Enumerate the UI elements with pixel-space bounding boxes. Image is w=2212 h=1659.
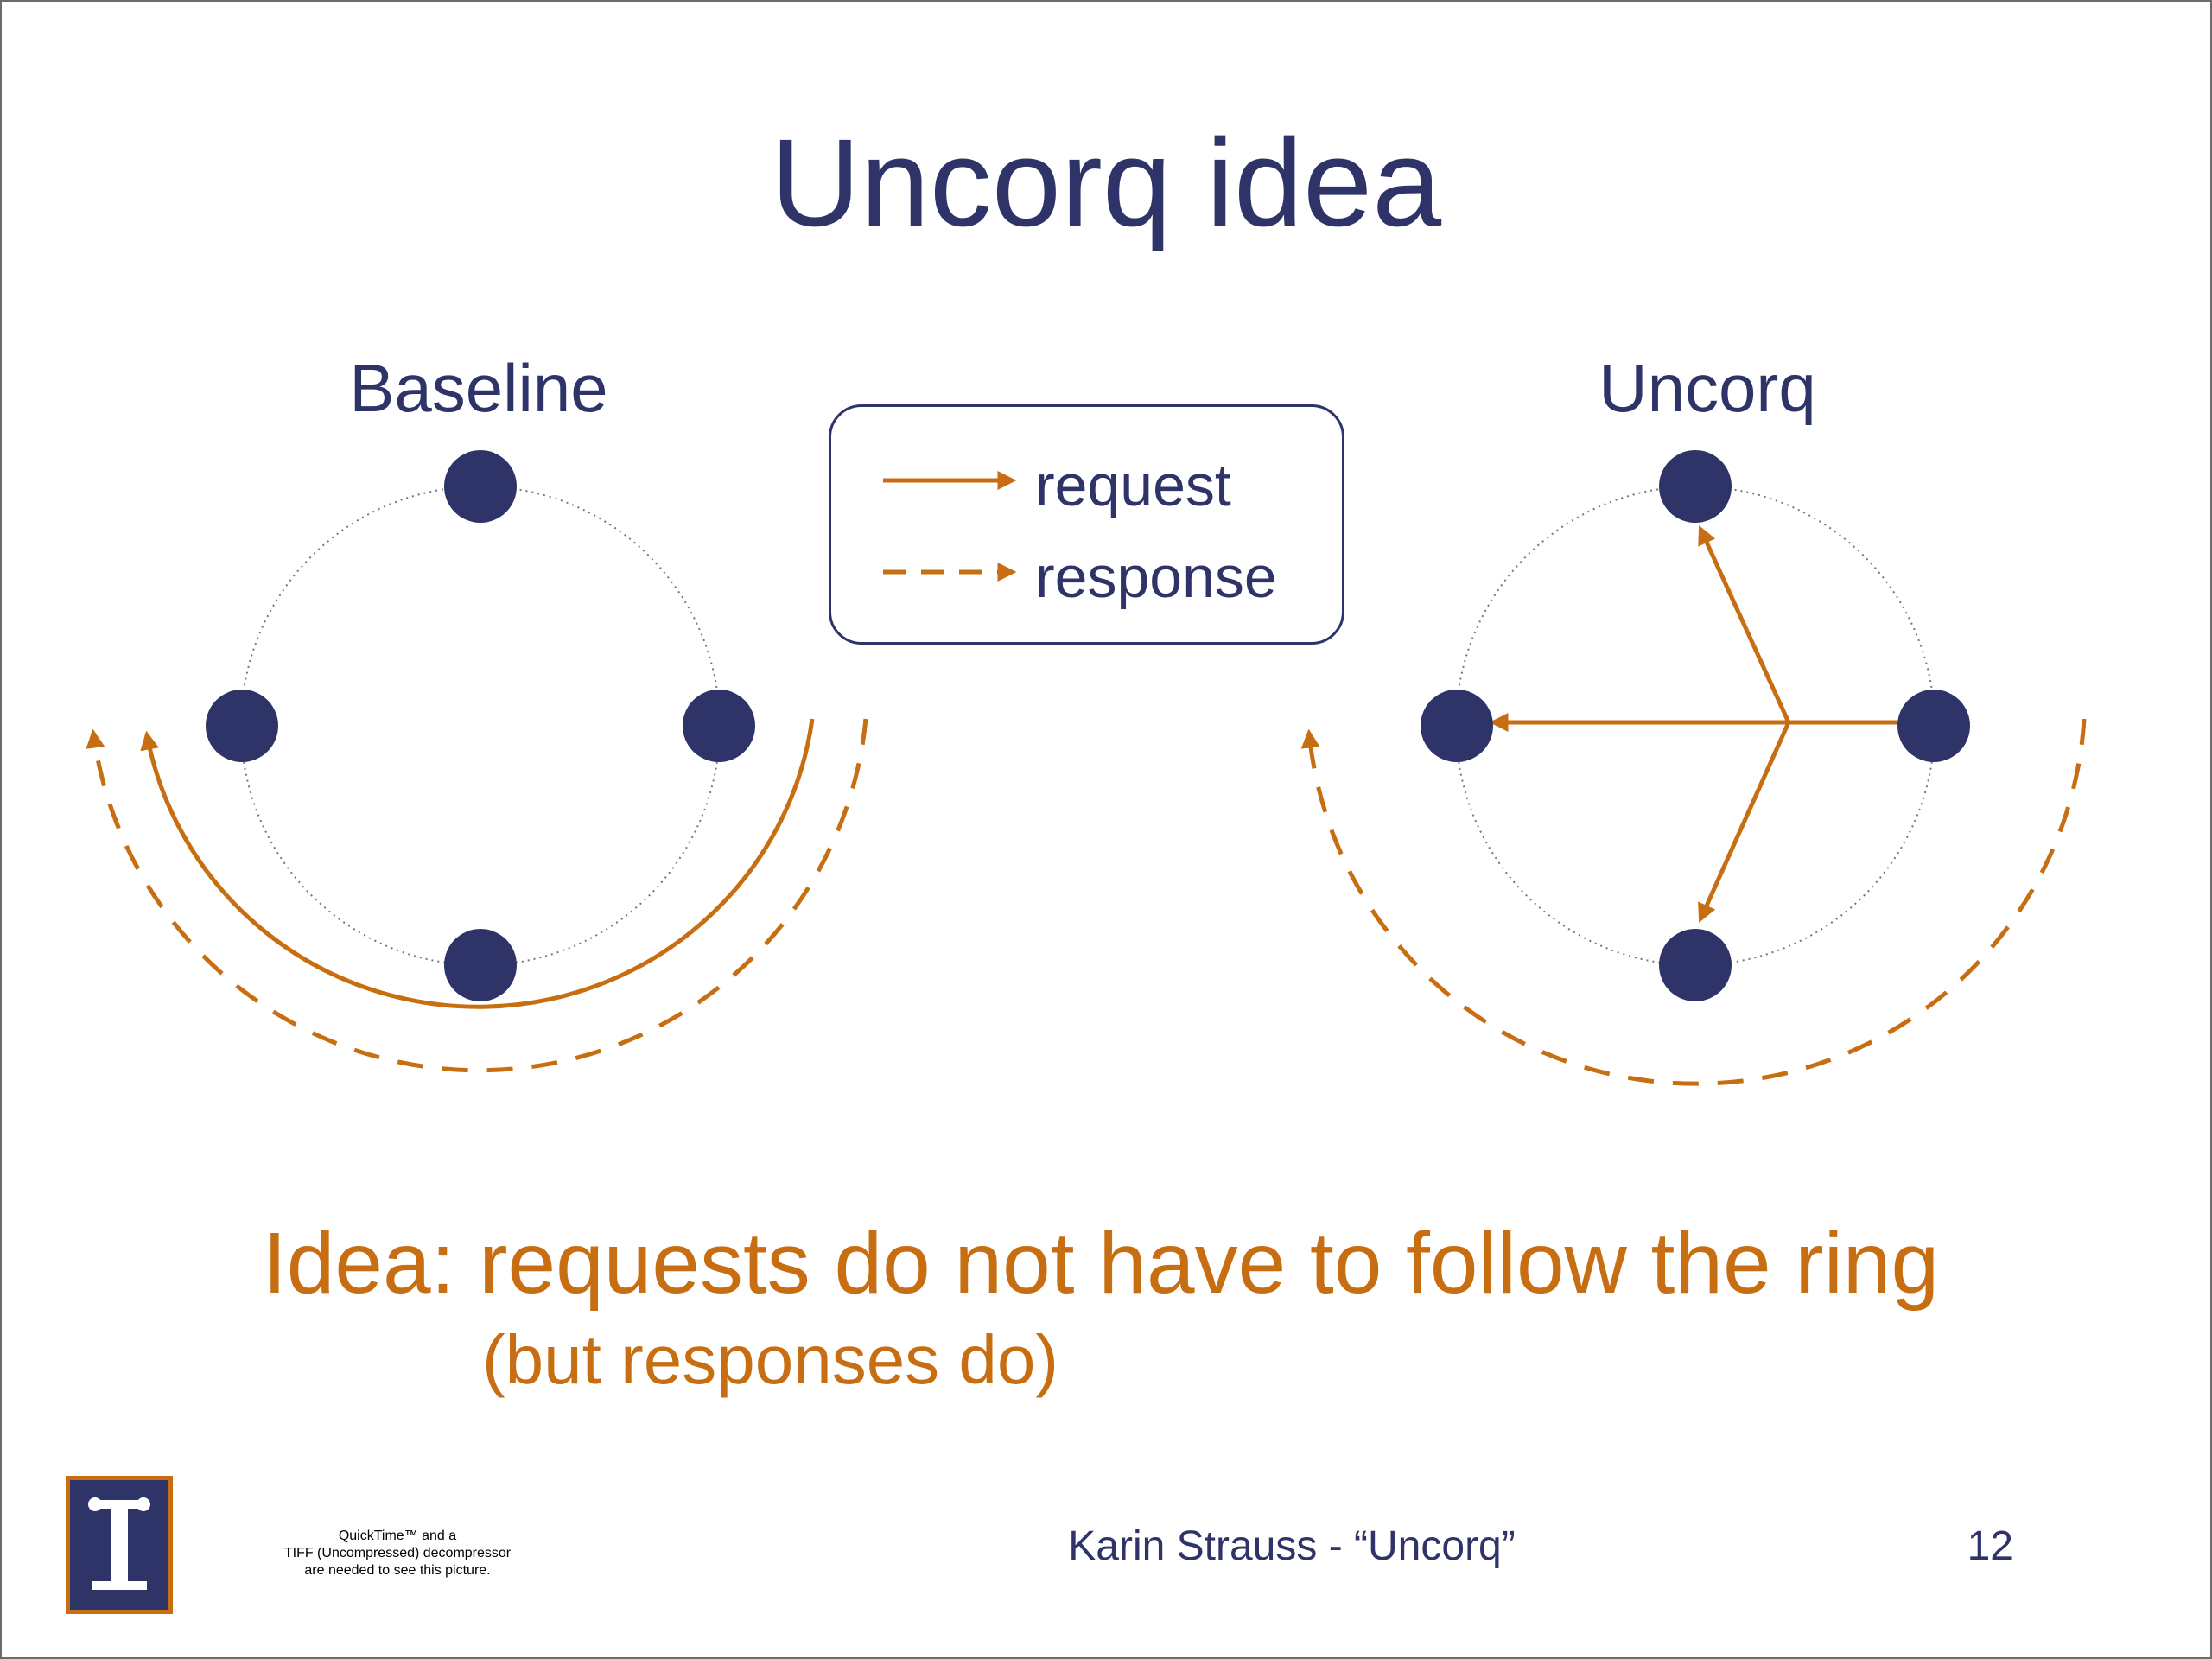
slide-title: Uncorq idea — [770, 113, 1442, 252]
baseline-label: Baseline — [349, 350, 608, 426]
uncorq-request-to-bottom — [1698, 721, 1791, 924]
footer-text: Karin Strauss - “Uncorq” — [1068, 1523, 1516, 1569]
legend-box — [829, 404, 1344, 645]
uncorq-ring-track — [1455, 486, 1936, 966]
legend-response-label: response — [1035, 544, 1277, 610]
quicktime-line2: TIFF (Uncompressed) decompressor — [283, 1546, 512, 1560]
baseline-node-left — [206, 690, 278, 762]
uncorq-node-left — [1421, 690, 1493, 762]
page-number: 12 — [1967, 1523, 2013, 1569]
baseline-ring — [86, 450, 868, 1073]
baseline-node-bottom — [444, 929, 517, 1001]
quicktime-placeholder: QuickTime™ and a TIFF (Uncompressed) dec… — [251, 1528, 544, 1580]
quicktime-line3: are needed to see this picture. — [304, 1563, 491, 1578]
idea-subtext: (but responses do) — [482, 1321, 1059, 1398]
baseline-ring-track — [240, 486, 721, 966]
baseline-request-arc — [140, 718, 815, 1009]
baseline-node-top — [444, 450, 517, 523]
uncorq-node-top — [1659, 450, 1732, 523]
uncorq-request-to-top — [1698, 524, 1791, 724]
quicktime-line1: QuickTime™ and a — [338, 1529, 457, 1543]
legend-request-label: request — [1035, 453, 1231, 518]
uncorq-ring — [1300, 450, 2087, 1086]
uncorq-node-right — [1897, 690, 1970, 762]
baseline-response-arc — [86, 718, 868, 1073]
uncorq-label: Uncorq — [1599, 350, 1816, 426]
baseline-node-right — [683, 690, 755, 762]
uncorq-response-arc — [1300, 718, 2087, 1086]
uncorq-node-bottom — [1659, 929, 1732, 1001]
idea-text: Idea: requests do not have to follow the… — [263, 1215, 1940, 1312]
illinois-column-icon — [66, 1476, 173, 1614]
